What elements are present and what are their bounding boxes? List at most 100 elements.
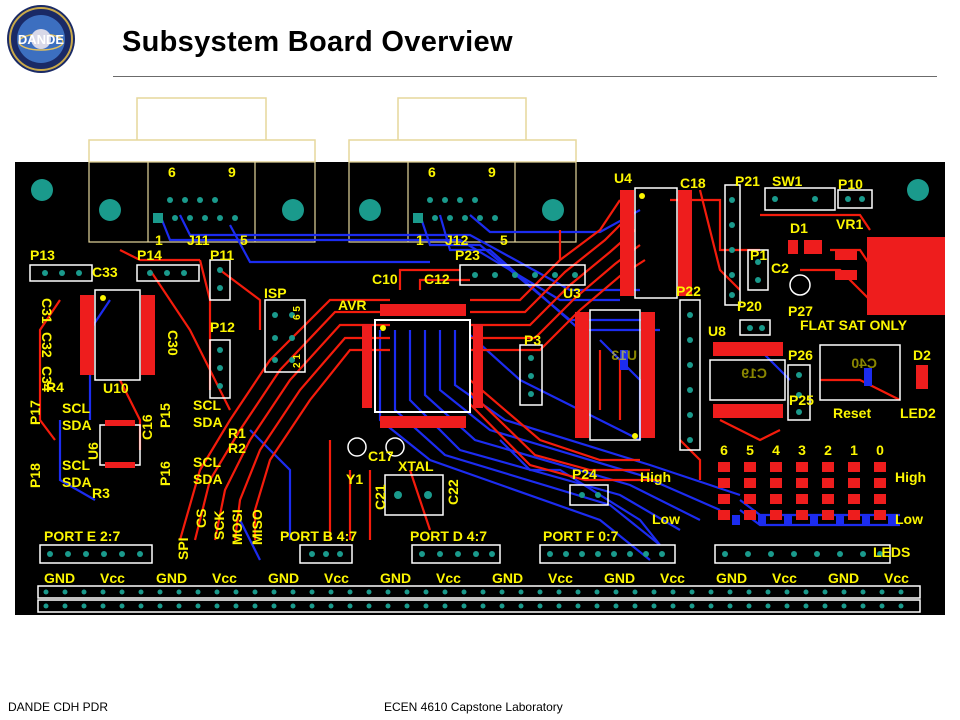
header-pads [42, 196, 865, 499]
rail-pad [708, 603, 714, 609]
led-pad [874, 462, 886, 472]
p24-label: P24 [572, 466, 597, 482]
power-label-gnd: GND [380, 570, 411, 586]
rail-pad [461, 603, 467, 609]
power-label-vcc: Vcc [324, 570, 349, 586]
footer-left: DANDE CDH PDR [8, 700, 109, 714]
led-pad [770, 478, 782, 488]
j11-pin-9: 9 [228, 164, 236, 180]
page-title: Subsystem Board Overview [122, 26, 513, 58]
c12-label: C12 [424, 271, 450, 287]
sw1-label: SW1 [772, 173, 803, 189]
power-label-gnd: GND [828, 570, 859, 586]
rail-pad [499, 589, 505, 595]
rail-pad [651, 589, 657, 595]
rail-pad [328, 603, 334, 609]
rail-pad [765, 589, 771, 595]
u8-chip [709, 342, 786, 418]
rail-pad [746, 589, 752, 595]
rail-pad [423, 603, 429, 609]
led-resistor [836, 515, 844, 525]
rail-pad [670, 589, 676, 595]
rail-pad [366, 603, 372, 609]
rail-pad [176, 589, 182, 595]
j12-pin-5: 5 [500, 232, 508, 248]
power-label-vcc: Vcc [212, 570, 237, 586]
scl-left-top: SCL [62, 400, 90, 416]
footer-center: ECEN 4610 Capstone Laboratory [384, 700, 563, 714]
rail-pad [442, 589, 448, 595]
led-pad [744, 510, 756, 520]
spi-label: SPI [175, 537, 191, 560]
j11-ref: J11 [187, 232, 210, 248]
title-underline [113, 76, 937, 77]
rail-pad [385, 589, 391, 595]
isp-pins-top: 6 5 [292, 306, 303, 320]
u8-label: U8 [708, 323, 726, 339]
p22-label: P22 [676, 283, 701, 299]
rail-pad [594, 589, 600, 595]
sck-label: SCK [211, 510, 227, 540]
j12-pin-1: 1 [416, 232, 424, 248]
port-e-label: PORT E 2:7 [44, 528, 120, 544]
rail-pad [632, 603, 638, 609]
led-bit-5: 5 [746, 442, 754, 458]
p15-label: P15 [157, 403, 173, 428]
j11-pin-5: 5 [240, 232, 248, 248]
power-label-vcc: Vcc [100, 570, 125, 586]
p13-label: P13 [30, 247, 55, 263]
p18-label: P18 [27, 463, 43, 488]
reset-label: Reset [833, 405, 871, 421]
rail-pad [442, 603, 448, 609]
rail-pad [480, 603, 486, 609]
scl-left-bottom: SCL [62, 457, 90, 473]
rail-pad [613, 589, 619, 595]
rail-pad [233, 603, 239, 609]
rail-pad [860, 603, 866, 609]
rail-pad [784, 589, 790, 595]
sda-left-top: SDA [62, 417, 92, 433]
rail-pad [43, 603, 49, 609]
p27-label: P27 [788, 303, 813, 319]
led-pad [848, 494, 860, 504]
rail-pad [708, 589, 714, 595]
p17-label: P17 [27, 400, 43, 425]
c21-label: C21 [372, 484, 388, 510]
rail-pad [594, 603, 600, 609]
power-label-gnd: GND [44, 570, 75, 586]
led-pad [848, 462, 860, 472]
c34-label: C34 [39, 366, 55, 392]
vr1-label: VR1 [836, 216, 863, 232]
rail-pad [404, 589, 410, 595]
c16-label: C16 [139, 414, 155, 440]
power-label-gnd: GND [604, 570, 635, 586]
mosi-label: MOSI [229, 509, 245, 545]
pin-headers [29, 184, 901, 564]
scl-right-bottom: SCL [193, 454, 221, 470]
rail-pad [100, 603, 106, 609]
u13-label: U13 [611, 347, 637, 363]
xtal-label: XTAL [398, 458, 434, 474]
rail-pad [518, 603, 524, 609]
top-copper-traces [38, 189, 901, 541]
r4-label: R4 [46, 379, 64, 395]
c22-label: C22 [445, 479, 461, 505]
u10-chip [80, 289, 155, 381]
c32-label: C32 [39, 332, 55, 358]
c17-label: C17 [368, 448, 394, 464]
c30-label: C30 [165, 330, 181, 356]
j12-ref: J12 [445, 232, 469, 248]
u3-label: U3 [563, 285, 581, 301]
r2-label: R2 [228, 440, 246, 456]
bottom-silkscreen: U13 C19 C40 [611, 347, 877, 381]
flat-sat-only-label: FLAT SAT ONLY [800, 317, 908, 333]
led-bit-1: 1 [850, 442, 858, 458]
c18-label: C18 [680, 175, 706, 191]
rail-pad [727, 589, 733, 595]
p12-label: P12 [210, 319, 235, 335]
rail-pad [613, 603, 619, 609]
power-label-vcc: Vcc [660, 570, 685, 586]
misc-components [347, 240, 928, 457]
